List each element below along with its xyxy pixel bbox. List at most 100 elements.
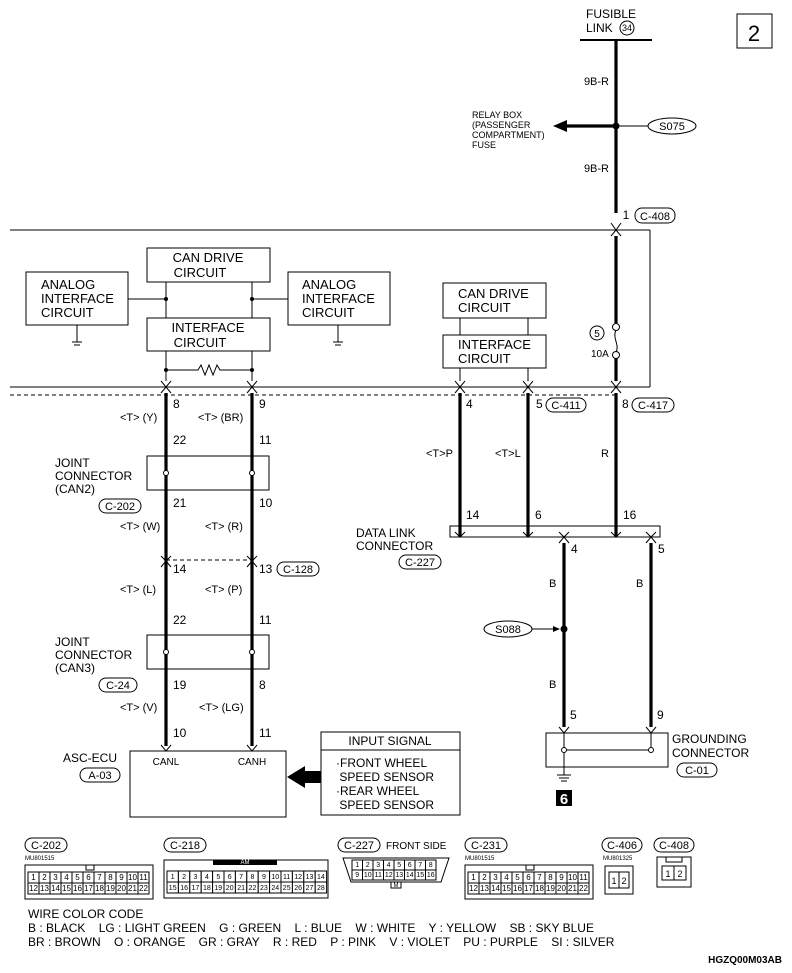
c202-pin-number: 6	[86, 873, 91, 882]
c128-pin-r: 13	[259, 562, 273, 576]
c218-pin-number: 20	[226, 885, 234, 892]
c202-pin-number: 2	[42, 873, 47, 882]
dlc-label-2: CONNECTOR	[356, 539, 433, 553]
c202-pin-number: 20	[117, 884, 126, 893]
c202-pin-number: 12	[29, 884, 38, 893]
c231-pin-number: 2	[482, 873, 487, 882]
can3-pin-in-l: 22	[173, 613, 187, 627]
c202-badge	[98, 498, 142, 514]
ecu-canh: CANH	[238, 757, 266, 768]
c231-pin-number: 1	[471, 873, 476, 882]
c202-pin-number: 8	[108, 873, 113, 882]
c411-badge	[545, 397, 587, 413]
c231-pin-number: 17	[524, 884, 533, 893]
c227-pin-number: 5	[397, 862, 401, 869]
fusible-link-label-2: LINK	[586, 21, 613, 35]
c231-pin-number: 16	[513, 884, 522, 893]
a03-badge	[79, 767, 121, 783]
can2-pin-out-l: 21	[173, 496, 187, 510]
pin-8-left: 8	[173, 397, 180, 411]
c227-pin-number: 10	[364, 872, 372, 879]
c227-pin-number: 9	[355, 872, 359, 879]
c408-label: C-408	[640, 211, 670, 223]
fuse-number-badge	[589, 325, 605, 341]
svg-text:1: 1	[611, 876, 616, 886]
input-signal-title: INPUT SIGNAL	[348, 734, 431, 748]
c218-pin-number: 16	[180, 885, 188, 892]
wcc-title: WIRE COLOR CODE	[28, 907, 143, 921]
fusible-link: FUSIBLE LINK 34	[580, 7, 652, 41]
c227-pin-number: 4	[387, 862, 391, 869]
dlc-pin6: 6	[535, 508, 542, 522]
asc-ecu: CANL CANH	[129, 744, 287, 818]
can2-pin-out-r: 10	[259, 496, 273, 510]
c01-badge	[676, 762, 718, 778]
right-can-drive-1: CAN DRIVE	[458, 286, 529, 301]
c231-pin-number: 20	[557, 884, 566, 893]
c231-pin-number: 8	[548, 873, 553, 882]
svg-text:C-218: C-218	[170, 840, 200, 852]
c218-pin-number: 3	[194, 874, 198, 881]
input-line-1: ·FRONT WHEEL	[336, 756, 427, 770]
c218-pin-number: 2	[182, 874, 186, 881]
c231-pin-number: 4	[504, 873, 509, 882]
c231-pin-number: 14	[491, 884, 500, 893]
pin-9-left: 9	[259, 397, 266, 411]
ground-number: 6	[560, 791, 568, 808]
c227-label: C-227	[405, 557, 435, 569]
svg-text:C-227: C-227	[344, 840, 374, 852]
right-analog-1: ANALOG	[302, 277, 356, 292]
can3-label-2: CONNECTOR	[55, 648, 132, 662]
wcc-line1: B : BLACK LG : LIGHT GREEN G : GREEN L :…	[28, 921, 594, 935]
c218-pin-number: 22	[249, 885, 257, 892]
wire-b3: B	[549, 679, 556, 691]
c202-pin-number: 1	[31, 873, 36, 882]
left-interface-1: INTERFACE	[172, 320, 245, 335]
dlc-pin5: 5	[658, 542, 665, 556]
can3-label-1: JOINT	[55, 635, 90, 649]
svg-text:RELAY BOX: RELAY BOX	[472, 110, 522, 120]
c417-label: C-417	[638, 400, 668, 412]
connector-view-c408: C-408 1 2	[653, 837, 695, 888]
wire-tv: <T> (V)	[120, 702, 157, 714]
svg-text:2: 2	[677, 869, 682, 879]
c01-label: C-01	[685, 765, 709, 777]
wire-tbr: <T> (BR)	[198, 412, 243, 424]
c218-pin-cell	[314, 881, 328, 894]
svg-text:MU801515: MU801515	[25, 856, 55, 862]
wire-9b-r-upper: 9B-R	[584, 76, 609, 88]
gnd-label-2: CONNECTOR	[672, 746, 749, 760]
wire-tp-right: <T>P	[426, 448, 453, 460]
c218-pin-number: 5	[216, 874, 220, 881]
pin-5-right: 5	[536, 397, 543, 411]
c218-pin-number: 26	[294, 885, 302, 892]
input-line-4: SPEED SENSOR	[336, 798, 434, 812]
svg-text:C-406: C-406	[607, 840, 637, 852]
c218-pin-number: 9	[262, 874, 266, 881]
right-can-drive-2: CIRCUIT	[458, 300, 511, 315]
c218-pin-number: 12	[294, 874, 302, 881]
can3-pin-out-r: 8	[259, 678, 266, 692]
ecu-pin-r: 11	[259, 726, 272, 740]
connector-view-c406: C-406 MU801325 1 2	[601, 837, 643, 895]
c218-pin-number: 7	[239, 874, 243, 881]
c231-pin-number: 19	[546, 884, 555, 893]
left-can-drive-1: CAN DRIVE	[173, 250, 244, 265]
wire-b2: B	[636, 578, 643, 590]
relay-box-label: RELAY BOX (PASSENGER COMPARTMENT) FUSE	[472, 110, 545, 150]
dlc-pin16: 16	[623, 508, 637, 522]
c231-pin-number: 15	[502, 884, 511, 893]
gnd-pin5: 5	[570, 708, 577, 722]
ground-number-box	[556, 790, 572, 806]
wire-b1: B	[549, 578, 556, 590]
joint-connector-can2	[146, 455, 270, 491]
right-interface-1: INTERFACE	[458, 337, 531, 352]
c231-pin-number: 18	[535, 884, 544, 893]
wire-tw: <T> (W)	[120, 521, 160, 533]
c411-label: C-411	[551, 400, 580, 412]
wire-tl-right: <T>L	[495, 448, 521, 460]
c227-pin-number: 1	[355, 862, 359, 869]
